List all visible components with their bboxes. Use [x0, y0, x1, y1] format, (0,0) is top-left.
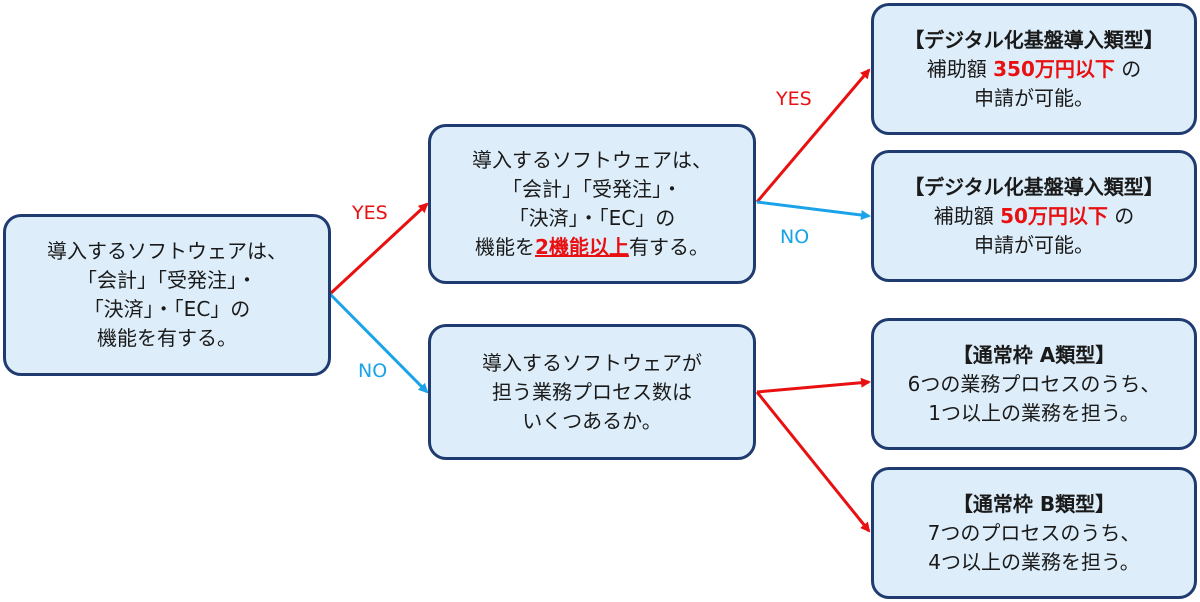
- functions-line-1: 導入するソフトウェアは、: [472, 148, 712, 172]
- result-50-line-2: 補助額 50万円以下 の: [934, 202, 1135, 231]
- result-50-pre: 補助額: [933, 203, 994, 228]
- start-line-1: 導入するソフトウェアは、: [47, 239, 287, 263]
- process-line-3: いくつあるか。: [522, 408, 662, 433]
- start-line-4: 機能を有する。: [97, 326, 237, 350]
- result-50-amount: 50万円以下: [1000, 203, 1108, 228]
- start-box: 導入するソフトウェアは、 「会計」「受発注」・ 「決済」・「EC」の 機能を有す…: [3, 214, 331, 376]
- arrow-no-start-to-process: [328, 292, 429, 394]
- result-a-box: 【通常枠 A類型】 6つの業務プロセスのうち、 1つ以上の業務を担う。: [871, 318, 1197, 450]
- result-50-line-3: 申請が可能。: [974, 232, 1094, 257]
- start-line-2: 「会計」「受発注」・: [77, 268, 257, 292]
- functions-line-2: 「会計」「受発注」・: [502, 177, 682, 201]
- result-a-title: 【通常枠 A類型】: [952, 342, 1116, 367]
- process-line-2: 担う業務プロセス数は: [492, 379, 692, 404]
- result-350-pre: 補助額: [926, 56, 987, 81]
- result-50-box: 【デジタル化基盤導入類型】 補助額 50万円以下 の 申請が可能。: [871, 150, 1197, 282]
- no-label-2: NO: [780, 226, 810, 248]
- result-50-title: 【デジタル化基盤導入類型】: [904, 174, 1164, 199]
- arrow-yes-start-to-functions: [328, 202, 429, 296]
- process-question-box: 導入するソフトウェアが 担う業務プロセス数は いくつあるか。: [428, 324, 756, 460]
- result-a-line-3: 1つ以上の業務を担う。: [928, 400, 1140, 425]
- start-line-3: 「決済」・「EC」の: [83, 297, 251, 321]
- functions-highlight: 2機能以上: [535, 235, 629, 259]
- arrow-process-to-a: [756, 377, 871, 394]
- functions-line-4-post: 有する。: [628, 235, 709, 259]
- yes-label-1: YES: [352, 202, 388, 224]
- process-line-1: 導入するソフトウェアが: [482, 350, 702, 375]
- result-b-line-3: 4つ以上の業務を担う。: [928, 549, 1140, 574]
- result-b-box: 【通常枠 B類型】 7つのプロセスのうち、 4つ以上の業務を担う。: [871, 467, 1197, 599]
- result-350-amount: 350万円以下: [993, 56, 1115, 81]
- result-50-post: の: [1114, 203, 1135, 228]
- arrow-no-functions-to-50: [756, 200, 871, 220]
- result-350-post: の: [1121, 56, 1142, 81]
- functions-line-4-pre: 機能を: [475, 235, 536, 259]
- result-a-line-2: 6つの業務プロセスのうち、: [907, 371, 1161, 396]
- result-350-title: 【デジタル化基盤導入類型】: [904, 27, 1164, 52]
- no-label-1: NO: [358, 360, 388, 382]
- functions-line-3: 「決済」・「EC」の: [508, 206, 676, 230]
- functions-line-4: 機能を2機能以上有する。: [475, 233, 709, 262]
- result-350-box: 【デジタル化基盤導入類型】 補助額 350万円以下 の 申請が可能。: [871, 3, 1197, 135]
- result-350-line-3: 申請が可能。: [974, 85, 1094, 110]
- result-b-title: 【通常枠 B類型】: [952, 491, 1116, 516]
- result-b-line-2: 7つのプロセスのうち、: [927, 520, 1141, 545]
- arrow-process-to-b: [755, 391, 871, 533]
- arrow-yes-functions-to-350: [755, 68, 871, 203]
- yes-label-2: YES: [776, 88, 812, 110]
- functions-question-box: 導入するソフトウェアは、 「会計」「受発注」・ 「決済」・「EC」の 機能を2機…: [428, 124, 756, 284]
- result-350-line-2: 補助額 350万円以下 の: [927, 55, 1141, 84]
